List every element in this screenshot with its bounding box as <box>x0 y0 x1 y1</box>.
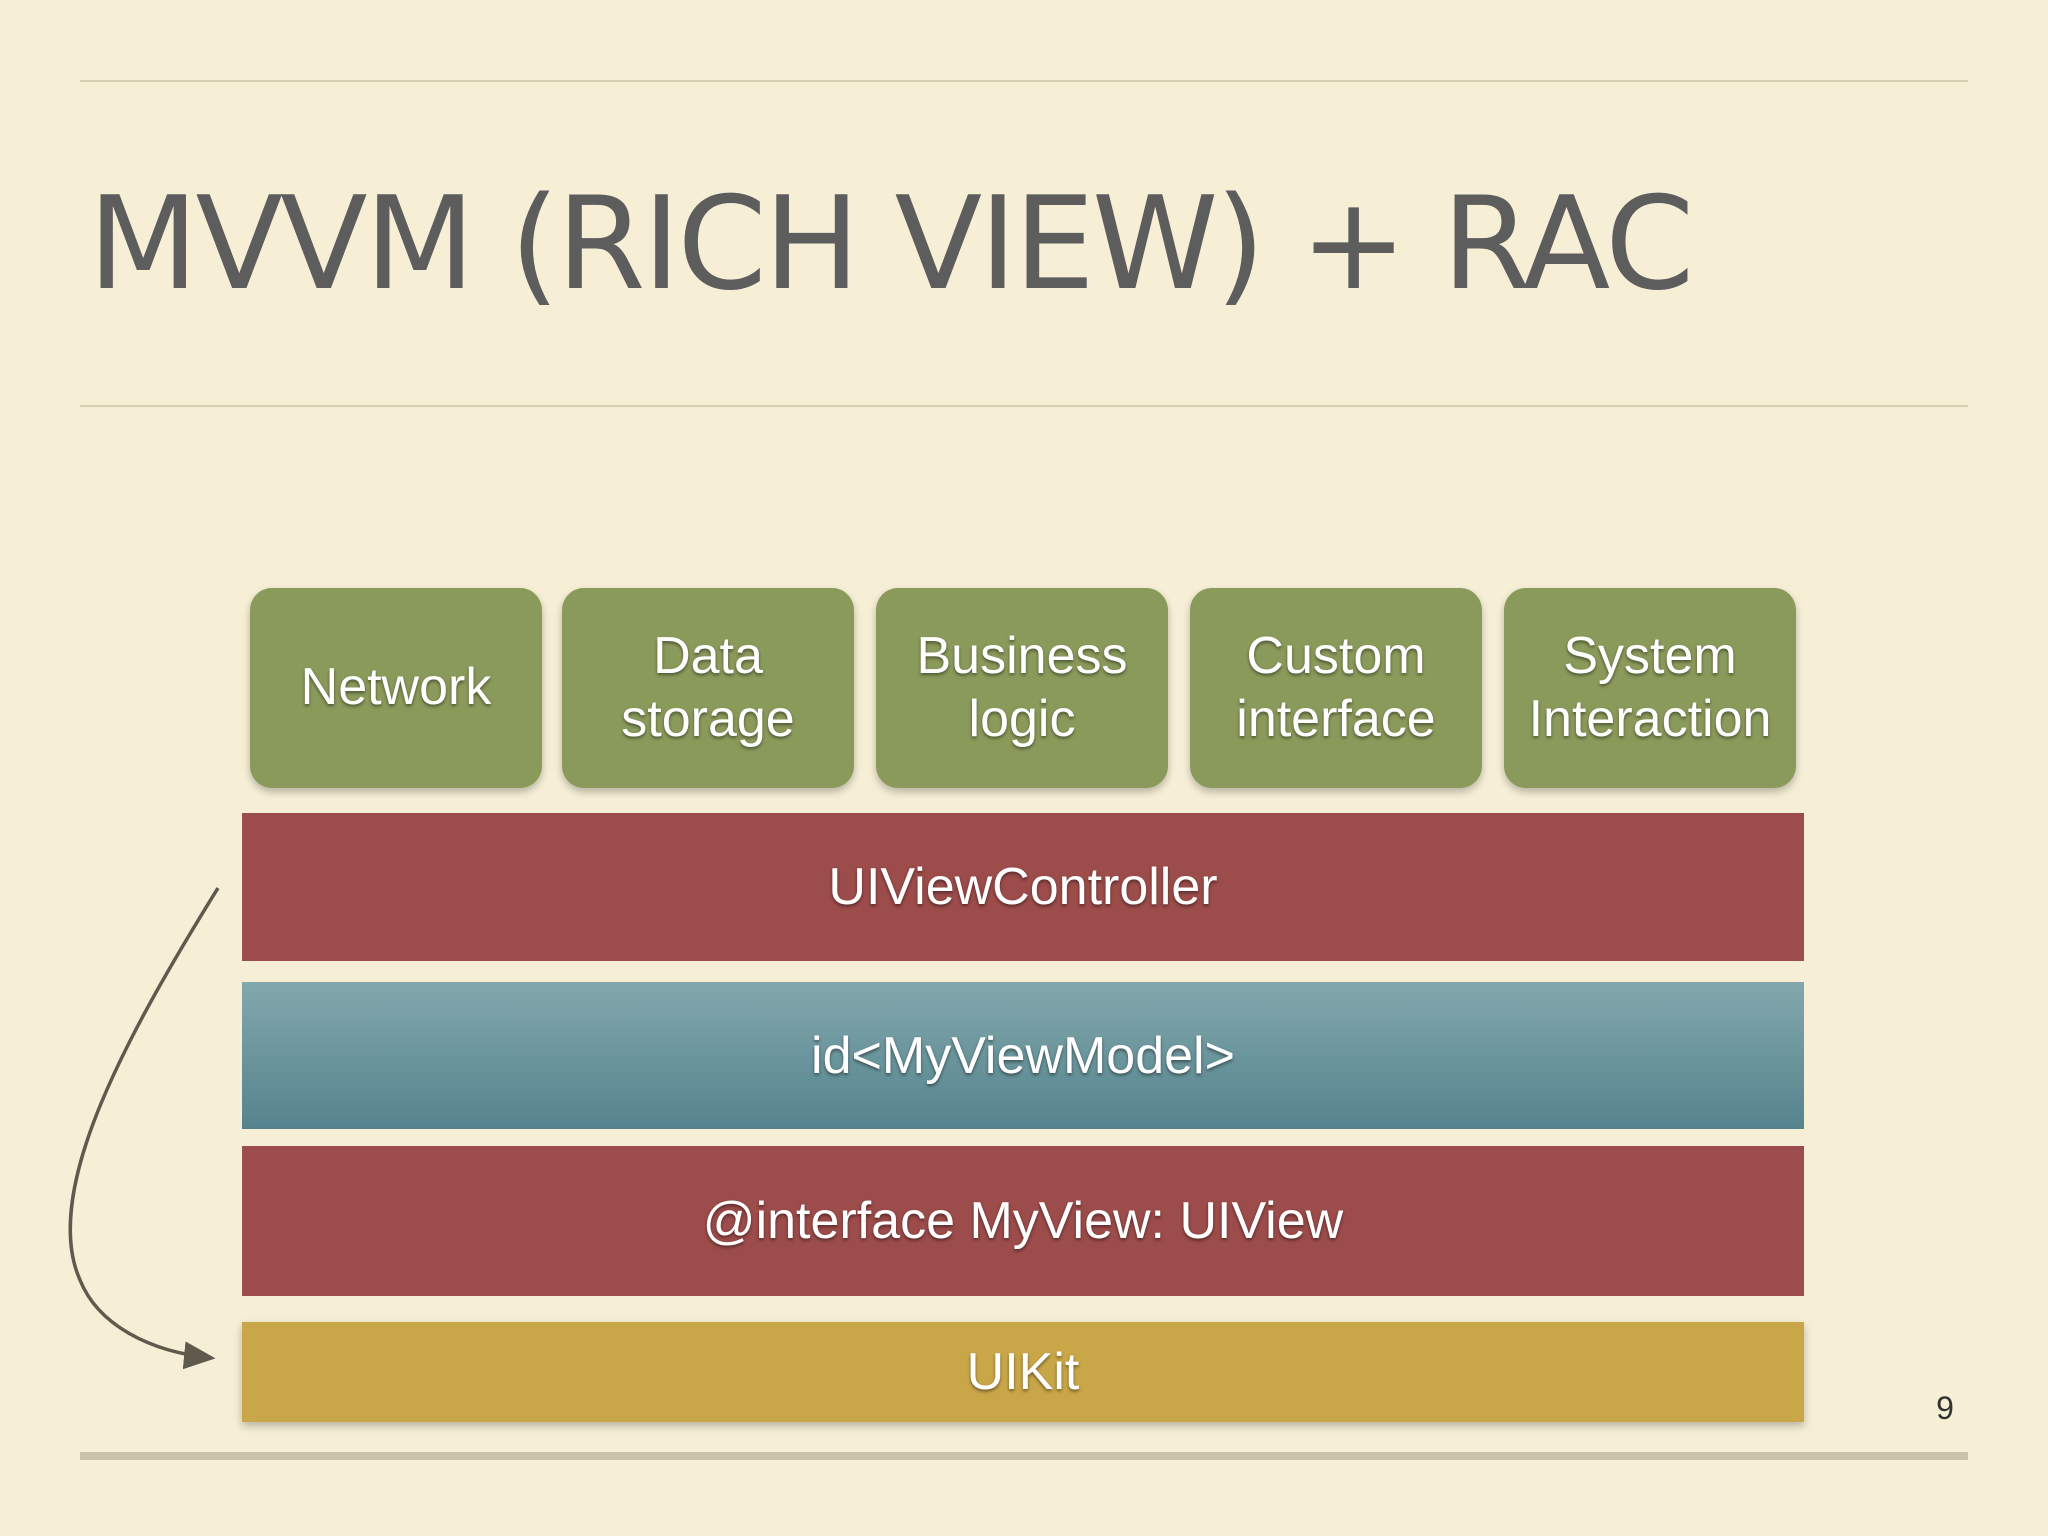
layer-view: @interface MyView: UIView <box>242 1146 1804 1296</box>
bottom-divider <box>80 1452 1968 1460</box>
top-divider <box>80 80 1968 82</box>
service-box-business-logic: Business logic <box>876 588 1168 788</box>
page-number: 9 <box>1936 1390 1954 1426</box>
layer-viewmodel: id<MyViewModel> <box>242 982 1804 1129</box>
title-divider <box>80 405 1968 407</box>
service-box-system-interaction: System Interaction <box>1504 588 1796 788</box>
slide-title: MVVM (RICH VIEW) + RAC <box>88 170 1694 319</box>
layer-uiviewcontroller: UIViewController <box>242 813 1804 961</box>
service-box-network: Network <box>250 588 542 788</box>
layer-uikit: UIKit <box>242 1322 1804 1422</box>
service-box-custom-interface: Custom interface <box>1190 588 1482 788</box>
service-box-data-storage: Data storage <box>562 588 854 788</box>
